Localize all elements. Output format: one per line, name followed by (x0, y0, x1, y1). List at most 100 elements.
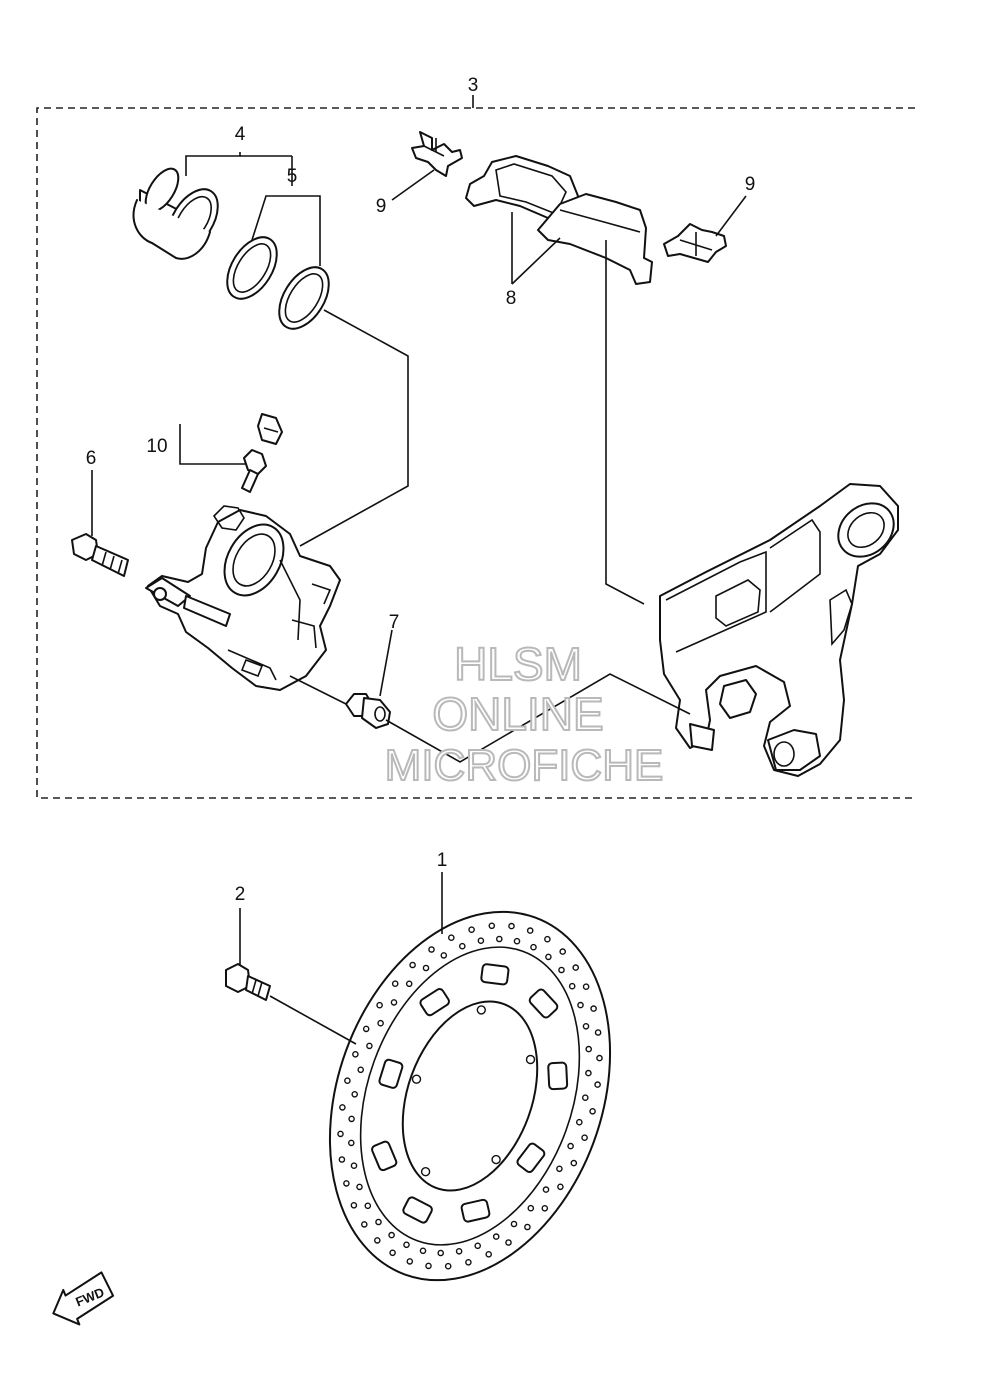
piston-seal-outer[interactable] (269, 259, 339, 338)
disc-drill-hole (375, 1218, 382, 1226)
disc-drill-hole (444, 1262, 452, 1270)
disc-drill-hole (351, 1091, 359, 1098)
disc-drill-hole (510, 1220, 518, 1228)
disc-drill-hole (360, 1221, 368, 1228)
disc-drill-hole (492, 1233, 500, 1240)
disc-drill-hole (348, 1115, 355, 1123)
callout-2: 2 (235, 884, 246, 905)
disc-drill-hole (440, 952, 448, 959)
watermark-line-3: MICROFICHE (385, 741, 664, 790)
disc-drill-hole (581, 1134, 588, 1141)
disc-drill-hole (508, 922, 515, 930)
disc-drill-hole (477, 937, 485, 945)
disc-drill-hole (558, 966, 565, 974)
caliper-body[interactable] (145, 505, 341, 691)
disc-drill-hole (437, 1249, 445, 1257)
disc-drill-hole (474, 1242, 482, 1250)
watermark-line-1: HLSM (454, 638, 582, 690)
bleed-screw[interactable] (241, 413, 283, 493)
disc-drill-hole (422, 964, 430, 972)
callout-5: 5 (287, 166, 298, 187)
disc-drill-hole (337, 1130, 344, 1138)
disc-bolt-hole (420, 1166, 431, 1177)
disc-drill-hole (357, 1066, 365, 1074)
disc-drill-hole (576, 1118, 583, 1126)
callout-4: 4 (235, 124, 246, 145)
callout-9-right: 9 (745, 174, 756, 195)
disc-bolt-hole (525, 1054, 536, 1065)
disc-drill-hole (582, 983, 590, 991)
piston-seal-inner[interactable] (217, 229, 287, 308)
disc-drill-hole (556, 1165, 563, 1173)
piston[interactable] (132, 163, 228, 260)
disc-lightening-slots (371, 963, 569, 1224)
callout-3: 3 (468, 75, 479, 96)
disc-drill-hole (352, 1051, 359, 1058)
disc-drill-hole (527, 1204, 535, 1212)
disc-drill-hole (545, 953, 552, 961)
brake-disc[interactable] (281, 872, 659, 1319)
callout-8: 8 (506, 288, 517, 309)
disc-drill-hole (428, 946, 435, 953)
disc-drill-hole (572, 964, 580, 971)
caliper-assembly-boundary (36, 95, 915, 799)
disc-drill-hole (524, 1223, 531, 1231)
disc-drill-hole (541, 1205, 549, 1212)
disc-slot (516, 1142, 546, 1173)
disc-drill-hole (344, 1077, 351, 1084)
disc-drill-hole (391, 980, 399, 988)
disc-drill-hole (343, 1180, 350, 1187)
disc-drill-hole (388, 1231, 395, 1239)
disc-drill-hole (582, 1094, 589, 1101)
disc-drill-hole (350, 1202, 358, 1209)
disc-drill-hole (465, 1259, 472, 1266)
disc-drill-hole (347, 1139, 355, 1147)
disc-drill-hole (570, 1159, 578, 1167)
disc-drill-hole (542, 1186, 550, 1193)
disc-drill-hole (530, 943, 537, 951)
disc-drill-hole (362, 1025, 370, 1033)
callout-10: 10 (146, 436, 167, 457)
disc-drill-hole (590, 1005, 597, 1012)
disc-slot (378, 1058, 404, 1089)
disc-drill-holes (337, 922, 603, 1270)
disc-drill-hole (513, 937, 521, 945)
disc-drill-hole (596, 1054, 603, 1062)
disc-drill-hole (568, 982, 576, 990)
disc-drill-hole (447, 934, 455, 942)
disc-drill-hole (585, 1045, 593, 1053)
disc-drill-hole (425, 1262, 432, 1270)
callout-numbers: 3 4 5 9 9 8 10 6 7 2 1 (86, 75, 756, 905)
disc-drill-hole (589, 1108, 596, 1115)
disc-drill-hole (364, 1202, 372, 1210)
pad-spring-left[interactable] (411, 131, 463, 177)
disc-drill-hole (373, 1237, 381, 1244)
brake-pad-rear[interactable] (537, 193, 653, 285)
disc-drill-hole (468, 926, 475, 934)
disc-drill-hole (338, 1156, 346, 1163)
disc-slot (460, 1198, 491, 1223)
forward-direction-arrow: FWD (52, 1271, 115, 1326)
callout-6: 6 (86, 448, 97, 469)
caliper-pin-boot[interactable] (345, 693, 391, 729)
disc-drill-hole (559, 948, 567, 955)
pad-spring-right[interactable] (663, 223, 727, 263)
caliper-bolt[interactable] (71, 533, 129, 577)
caliper-bracket[interactable] (659, 483, 904, 777)
disc-drill-hole (577, 1001, 584, 1009)
disc-drill-hole (419, 1247, 427, 1255)
disc-bolt-hole (476, 1005, 486, 1015)
disc-drill-hole (377, 1019, 384, 1027)
disc-drill-hole (544, 935, 551, 943)
disc-bolt[interactable] (225, 963, 271, 1001)
disc-drill-hole (526, 927, 534, 934)
disc-slot (419, 988, 450, 1017)
disc-drill-hole (455, 1248, 463, 1255)
disc-bolt-hole (411, 1074, 422, 1084)
disc-drill-hole (485, 1251, 493, 1258)
callout-9-left: 9 (376, 196, 387, 217)
disc-drill-hole (594, 1029, 602, 1036)
disc-drill-hole (350, 1162, 358, 1169)
watermark: HLSM ONLINE MICROFICHE (384, 637, 665, 791)
